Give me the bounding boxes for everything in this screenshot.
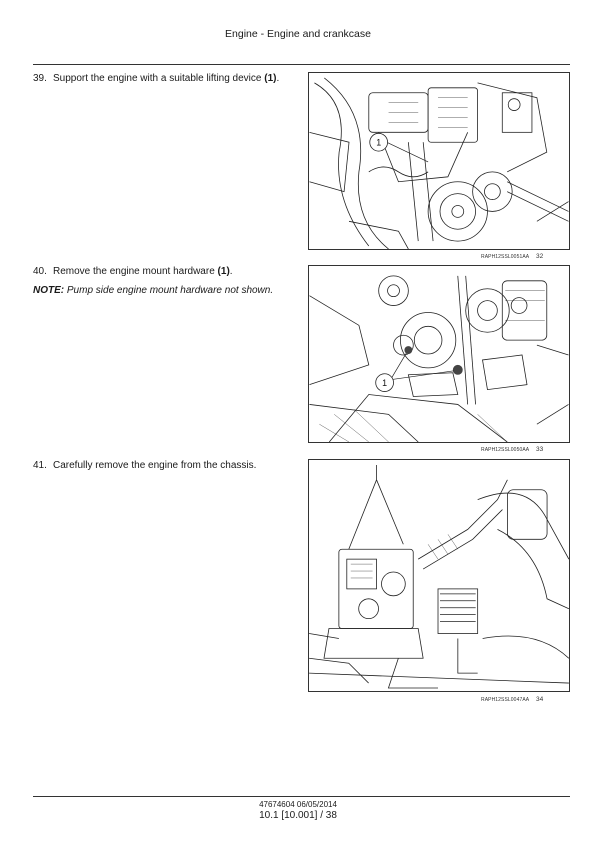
note-label: NOTE: [33,285,65,296]
figure-number: 32 [536,253,544,260]
footer-page-number: 10.1 [10.001] / 38 [259,810,337,821]
step-callout-ref: (1) [217,266,230,277]
engine-removal-illustration [309,464,569,689]
footer-rule [33,796,570,797]
callout-marker [369,132,388,152]
step-text: Remove the engine mount hardware [53,266,218,277]
step-text-tail: . [276,73,280,84]
callout-label: 1 [382,378,387,388]
figure-number: 34 [536,696,544,703]
callout-label: 1 [376,138,381,148]
note: NOTE: Pump side engine mount hardware no… [33,284,293,297]
figure-reference-code: RAPH12SSL0047AA [481,697,530,703]
figure-32: 1 [308,72,570,250]
figure-reference-code: RAPH12SSL0051AA [481,254,530,260]
page-header-title: Engine - Engine and crankcase [225,28,371,40]
note-text: Pump side engine mount hardware not show… [64,285,274,296]
figure-reference-code: RAPH12SSL0050AA [481,447,530,453]
step-number: 39. [33,73,47,84]
step-41: 41. Carefully remove the engine from the … [33,459,288,472]
step-text: Support the engine with a suitable lifti… [53,73,265,84]
step-40: 40. Remove the engine mount hardware (1). [33,265,288,278]
engine-mount-illustration: 1 [309,275,569,442]
step-39: 39. Support the engine with a suitable li… [33,72,288,85]
step-number: 41. [33,460,47,471]
step-number: 40. [33,266,47,277]
callout-marker [375,373,394,392]
footer-document-id: 47674604 06/05/2014 [259,800,337,809]
figure-33: 1 [308,265,570,443]
step-text-tail: . [229,266,233,277]
header-rule [33,64,570,65]
engine-lifting-illustration: 1 [309,77,569,249]
figure-34 [308,459,570,692]
step-text: Carefully remove the engine from the cha… [53,460,257,471]
figure-number: 33 [536,446,544,453]
step-callout-ref: (1) [264,73,277,84]
